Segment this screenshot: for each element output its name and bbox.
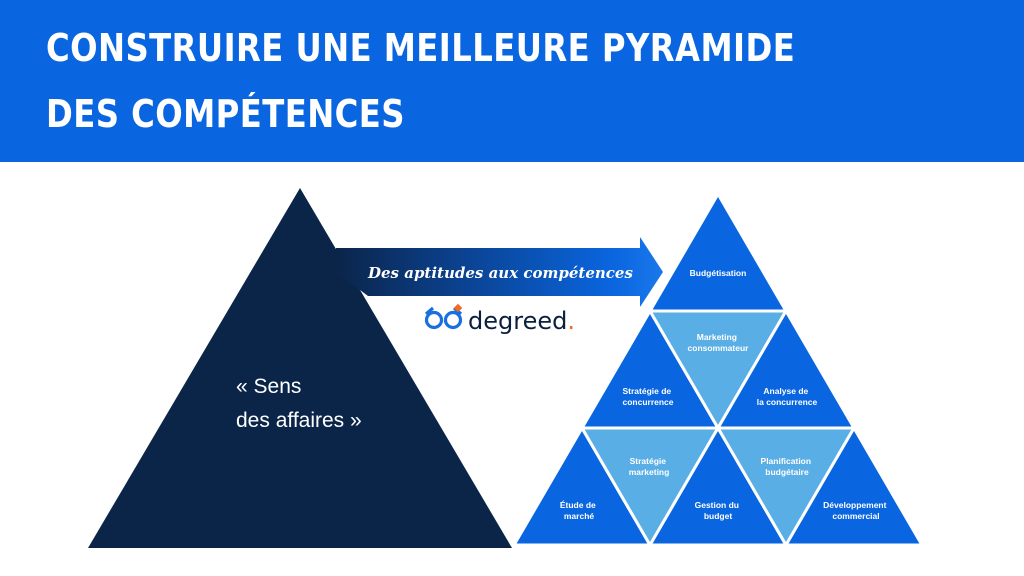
pyramid-diagram: Des aptitudes aux compétences « Sens des… xyxy=(88,188,924,548)
tile-developpement-commercial xyxy=(784,426,924,547)
logo-text: degreed. xyxy=(468,307,575,335)
label-gestion-budget: Gestion du budget xyxy=(695,500,742,521)
label-analyse-concurrence: Analyse de la concurrence xyxy=(757,386,818,407)
label-budgetisation: Budgétisation xyxy=(690,268,747,278)
big-pyramid-label-line1: « Sens xyxy=(236,375,301,398)
label-etude-marche: Étude de marché xyxy=(560,500,598,521)
logo-accent-icon xyxy=(453,303,463,313)
label-planification-budgetaire: Planification budgétaire xyxy=(761,456,814,477)
big-pyramid-label-line2: des affaires » xyxy=(236,409,362,432)
glasses-icon xyxy=(424,306,463,330)
label-strategie-concurrence: Stratégie de concurrence xyxy=(622,386,673,407)
tile-budgetisation xyxy=(648,192,788,313)
big-pyramid xyxy=(88,188,512,548)
title-line-1: CONSTRUIRE UNE MEILLEURE PYRAMIDE xyxy=(46,26,796,70)
title-line-2: DES COMPÉTENCES xyxy=(46,92,405,136)
label-strategie-marketing: Stratégie marketing xyxy=(629,456,670,477)
transition-arrow xyxy=(336,237,663,307)
label-marketing-consommateur: Marketing consommateur xyxy=(688,332,750,353)
degreed-logo: degreed. xyxy=(424,303,575,335)
header-banner: CONSTRUIRE UNE MEILLEURE PYRAMIDE DES CO… xyxy=(0,0,1024,162)
skills-pyramid xyxy=(512,192,924,547)
arrow-label: Des aptitudes aux compétences xyxy=(367,264,633,282)
label-developpement-commercial: Développement commercial xyxy=(823,500,889,521)
